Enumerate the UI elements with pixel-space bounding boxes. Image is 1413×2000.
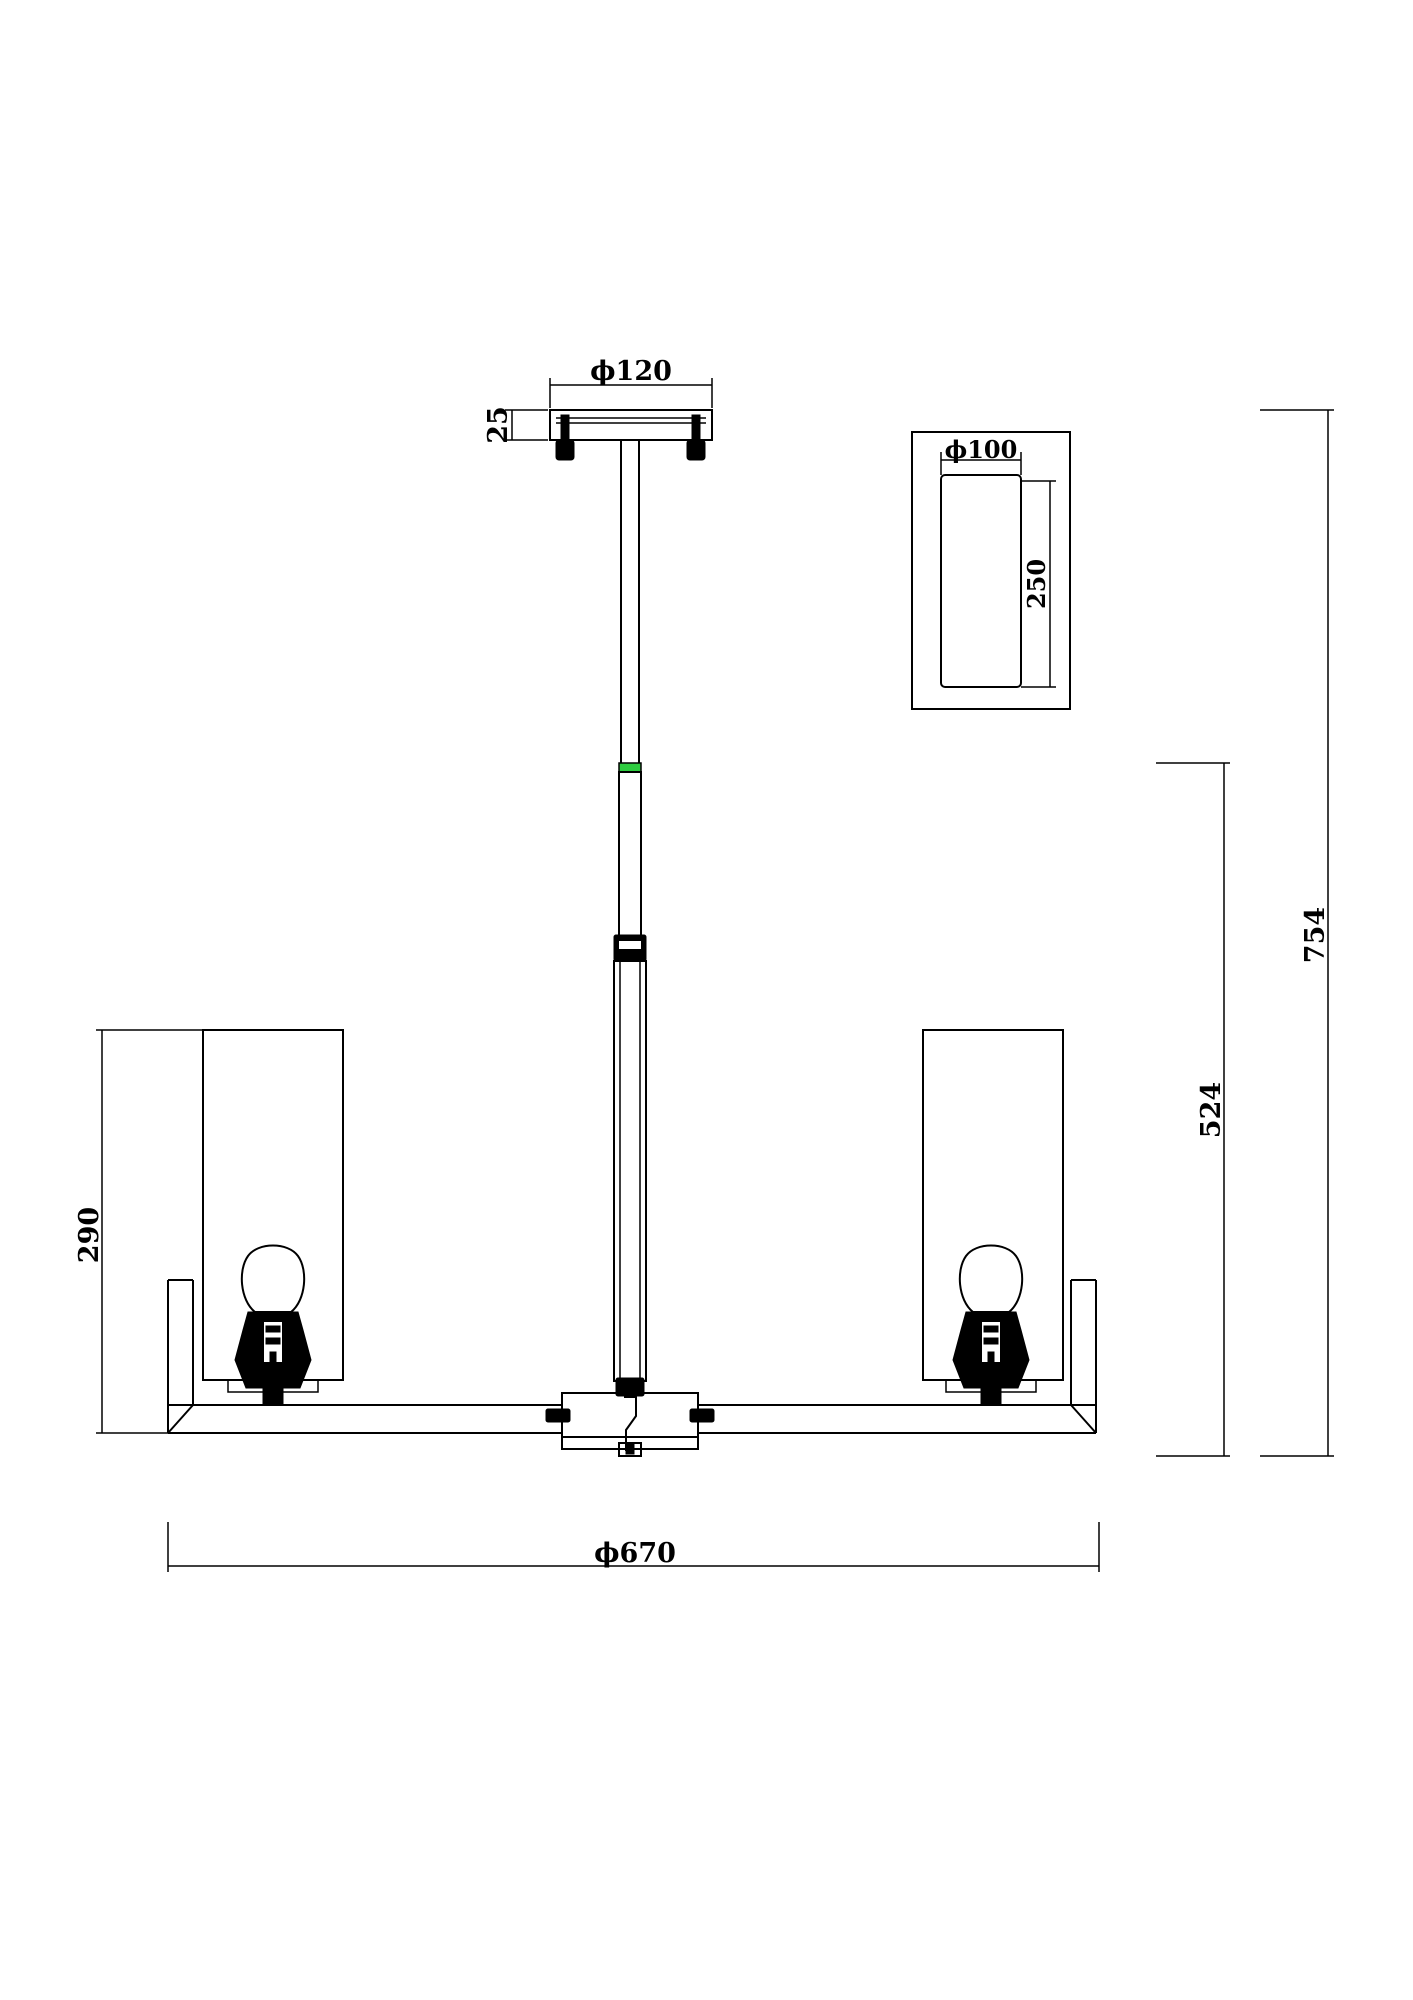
canopy-height-dimension: 25 bbox=[483, 406, 548, 444]
overall-height-label: 754 bbox=[1300, 907, 1331, 963]
shade-diameter-label: ϕ100 bbox=[945, 435, 1018, 464]
arm-left bbox=[167, 1279, 562, 1434]
ceiling-canopy bbox=[549, 409, 713, 461]
shade-detail-inset: ϕ100 250 bbox=[911, 431, 1071, 710]
bulb-left-icon bbox=[234, 1244, 312, 1406]
canopy-screw-right bbox=[686, 414, 706, 461]
detail-shade bbox=[940, 474, 1022, 688]
lamp-right bbox=[922, 1029, 1064, 1406]
central-hub bbox=[545, 1392, 715, 1457]
bulb-right-icon bbox=[952, 1244, 1030, 1406]
arm-height-dimension: 290 bbox=[74, 1029, 203, 1434]
overall-height-dimension: 754 bbox=[1260, 409, 1334, 1457]
lamp-left bbox=[202, 1029, 344, 1406]
arm-right bbox=[698, 1279, 1097, 1434]
canopy-height-label: 25 bbox=[483, 406, 514, 444]
overall-diameter-label: ϕ670 bbox=[594, 1538, 676, 1569]
shade-height-label: 250 bbox=[1022, 559, 1051, 609]
arm-height-label: 290 bbox=[74, 1207, 105, 1263]
suspension-rod bbox=[613, 439, 647, 1397]
canopy-screw-left bbox=[555, 414, 575, 461]
canopy-diameter-dimension: ϕ120 bbox=[549, 356, 713, 408]
rod-coupler-accent bbox=[618, 762, 642, 773]
overall-diameter-dimension: ϕ670 bbox=[167, 1522, 1100, 1572]
fixture-height-label: 524 bbox=[1196, 1082, 1227, 1138]
canopy-diameter-label: ϕ120 bbox=[590, 356, 672, 387]
fixture-height-dimension: 524 bbox=[1156, 762, 1230, 1457]
